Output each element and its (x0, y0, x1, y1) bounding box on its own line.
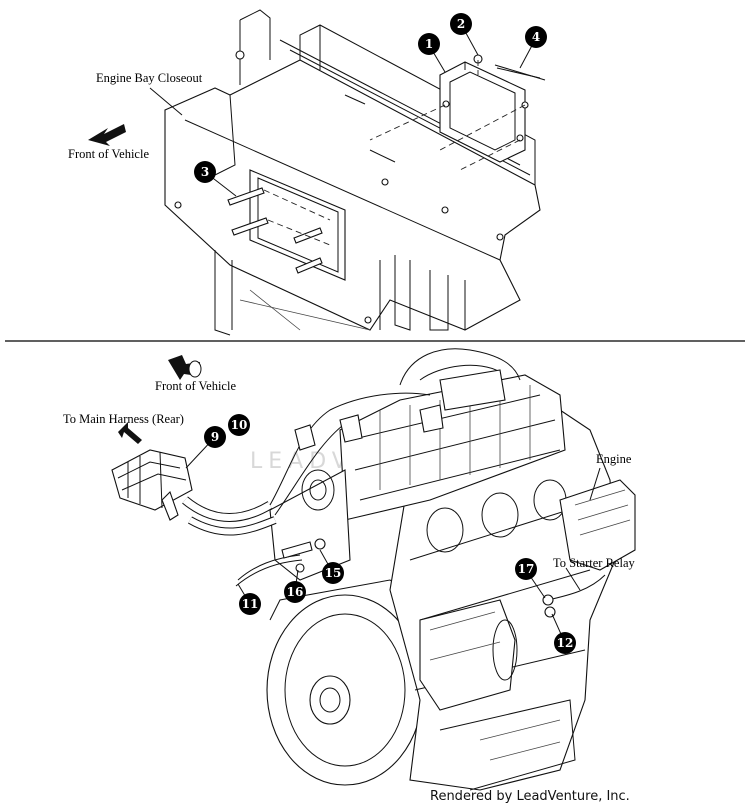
closeout-panel-drawing (164, 9, 541, 336)
callout-15: 15 (322, 562, 344, 584)
callout-3: 3 (194, 161, 216, 183)
callout-17: 17 (515, 558, 537, 580)
svg-text:16: 16 (287, 585, 304, 599)
wiring-harness (111, 348, 606, 618)
svg-text:4: 4 (532, 30, 540, 44)
svg-text:1: 1 (425, 37, 433, 51)
callout-2: 2 (450, 13, 472, 35)
callout-1: 1 (418, 33, 440, 55)
to-starter-relay-label: To Starter Relay (553, 556, 635, 570)
render-credit: Rendered by LeadVenture, Inc. (430, 789, 630, 804)
svg-text:15: 15 (325, 566, 342, 580)
callout-9: 9 (204, 426, 226, 448)
callout-10: 10 (228, 414, 250, 436)
front-of-vehicle-label-top: Front of Vehicle (68, 147, 149, 161)
svg-text:10: 10 (231, 418, 248, 432)
callout-4: 4 (525, 26, 547, 48)
svg-text:17: 17 (518, 562, 535, 576)
callout-16: 16 (284, 581, 306, 603)
harness-direction-arrow-icon (118, 422, 142, 444)
callout-11: 11 (239, 593, 261, 615)
svg-text:2: 2 (457, 17, 465, 31)
svg-text:11: 11 (242, 597, 259, 611)
callout-12: 12 (554, 632, 576, 654)
screws (227, 187, 331, 274)
front-arrow-top-icon (88, 124, 126, 146)
svg-text:3: 3 (201, 165, 209, 179)
engine-drawing (266, 374, 636, 791)
to-main-harness-label: To Main Harness (Rear) (63, 412, 184, 426)
engine-bay-closeout-label: Engine Bay Closeout (96, 71, 203, 85)
front-of-vehicle-label-bottom: Front of Vehicle (155, 379, 236, 393)
svg-text:9: 9 (211, 430, 219, 444)
engine-label: Engine (596, 452, 632, 466)
svg-text:12: 12 (557, 636, 574, 650)
alignment-lines (369, 60, 526, 171)
ecu-module (439, 54, 546, 163)
front-arrow-bottom-icon (168, 355, 202, 380)
